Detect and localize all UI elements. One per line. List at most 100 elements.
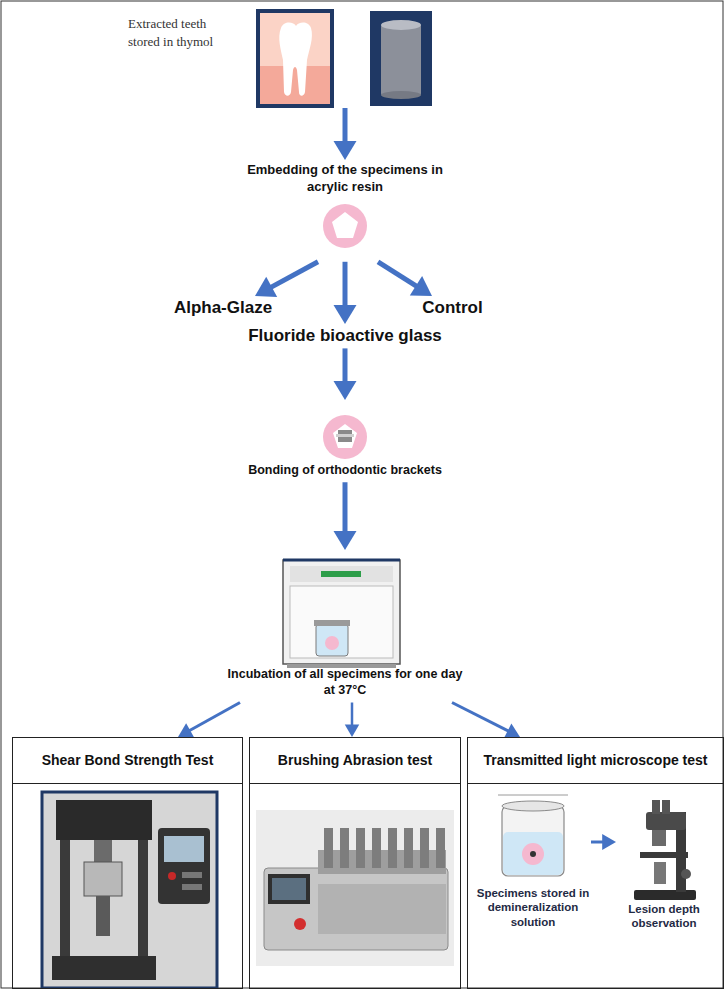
microscope [640, 852, 688, 858]
testing-machine-photo [96, 896, 110, 936]
brushing-machine-photo [388, 828, 397, 868]
testing-machine-photo [182, 872, 202, 878]
flow-arrow [334, 482, 357, 550]
tooth-icon [258, 11, 332, 106]
brushing-machine-photo [256, 810, 454, 966]
flow-arrow [334, 262, 357, 324]
tooth-icon [258, 11, 332, 106]
testing-machine-photo [164, 836, 204, 862]
demineralization-jar [530, 851, 536, 857]
testing-machine-photo [52, 956, 156, 980]
jar-icon [370, 11, 432, 106]
brushing-machine-photo [318, 884, 446, 934]
arrow-shaft [343, 348, 348, 382]
tooth-icon [279, 23, 312, 96]
test-panel: Transmitted light microscope testSpecime… [467, 737, 724, 989]
brushing-machine-photo [272, 878, 306, 900]
demineralization-jar [502, 801, 564, 811]
microscope [652, 800, 660, 814]
panel-heading: Transmitted light microscope test [468, 738, 723, 784]
node-label: Extracted teeth stored in thymol [128, 15, 232, 50]
process-step: Embedding of the specimens in acrylic re… [230, 160, 460, 262]
bracket-specimen-circle [333, 424, 357, 448]
brushing-machine-photo [268, 874, 310, 904]
specimen-circle [323, 204, 367, 248]
brushing-machine-photo [372, 828, 381, 868]
microscope [634, 890, 696, 900]
arrow-shaft [271, 262, 318, 288]
node-label: Embedding of the specimens in acrylic re… [230, 162, 460, 196]
testing-machine-photo [94, 840, 112, 862]
flow-arrow [178, 703, 240, 738]
bracket-specimen-circle [323, 415, 367, 459]
testing-machine-photo [56, 800, 152, 840]
demineralization-jar [503, 832, 563, 875]
microscope [681, 869, 691, 879]
arrow-shaft [452, 703, 509, 732]
step-label: Lesion depth observation [616, 794, 712, 933]
testing-machine-photo [42, 792, 217, 988]
testing-machine-photo [158, 828, 210, 904]
brushing-machine-photo [420, 828, 429, 868]
brushing-machine-photo [340, 828, 349, 868]
testing-machine-photo [84, 862, 122, 896]
microscope [646, 812, 686, 830]
arrow-head [255, 277, 277, 297]
arrow-shaft [343, 108, 348, 142]
arrow-head [602, 834, 616, 850]
arrow-shaft [343, 262, 348, 306]
incubator [316, 624, 348, 656]
arrow-head [410, 276, 432, 296]
microscope [662, 800, 670, 814]
tooth-icon [260, 66, 330, 104]
brushing-machine-photo [404, 828, 413, 868]
process-step: Bonding of orthodontic brackets [245, 400, 445, 482]
test-panel: Brushing Abrasion test [249, 737, 461, 989]
testing-machine-photo [60, 840, 70, 960]
jar-icon [381, 20, 421, 30]
brushing-machine-photo [324, 828, 333, 868]
arrow-head [334, 531, 357, 550]
group-label: Control [405, 296, 500, 320]
step-label: Specimens stored in demineralization sol… [475, 794, 591, 931]
node-label: Alpha-Glaze [158, 298, 288, 318]
flow-arrow [345, 703, 360, 738]
specimen-circle [323, 204, 367, 248]
bracket-specimen-circle [323, 415, 367, 459]
arrow-head [345, 725, 360, 738]
arrow-head [178, 723, 194, 737]
microscope [654, 862, 666, 884]
process-step: Incubation of all specimens for one day … [225, 550, 465, 703]
demineralization-jar [522, 843, 544, 865]
arrow-shaft [189, 703, 240, 731]
node-label: Fluoride bioactive glass [205, 326, 485, 346]
brushing-machine-photo [356, 828, 365, 868]
incubator [314, 620, 350, 626]
microscope [652, 830, 666, 846]
brushing-machine-photo [294, 918, 306, 930]
panel-heading: Shear Bond Strength Test [13, 738, 242, 784]
node-label: Control [405, 298, 500, 318]
node-label: Specimens stored in demineralization sol… [475, 886, 591, 929]
demineralization-jar [498, 795, 568, 796]
jar-icon [381, 91, 421, 99]
flow-arrow [334, 348, 357, 400]
flow-arrow [334, 108, 357, 160]
bracket-specimen-circle [336, 434, 354, 437]
arrow-shaft [343, 482, 348, 532]
testing-machine-photo [168, 872, 176, 880]
arrow-head [334, 141, 357, 160]
brushing-machine-photo [256, 810, 454, 966]
testing-machine-photo [182, 884, 202, 890]
jar-icon [381, 24, 421, 96]
group-label: Alpha-Glaze [158, 296, 288, 320]
test-panel: Shear Bond Strength Test [12, 737, 243, 989]
testing-machine-photo [42, 792, 217, 988]
incubator [283, 560, 400, 664]
flow-arrow [255, 262, 318, 297]
flow-arrow [378, 262, 432, 296]
